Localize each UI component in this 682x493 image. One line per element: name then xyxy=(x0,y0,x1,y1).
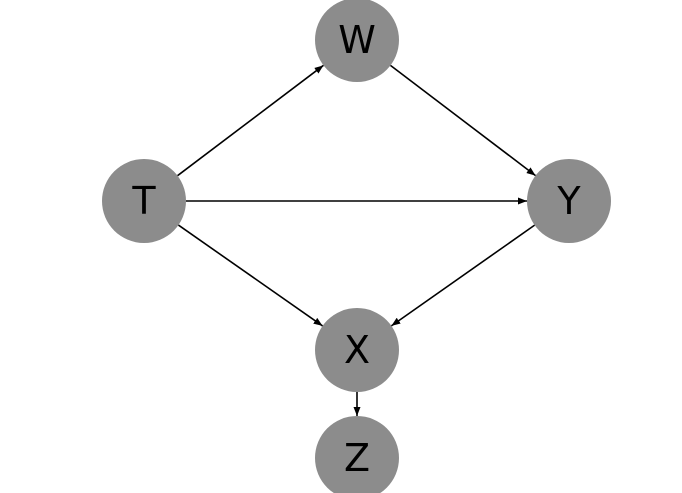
edge-W-Y xyxy=(389,64,537,177)
node-W-circle xyxy=(315,0,399,82)
node-X: X xyxy=(315,308,399,392)
nodes-layer: W T Y X Z xyxy=(102,0,611,493)
node-Y-circle xyxy=(527,159,611,243)
edges-layer xyxy=(177,64,537,416)
node-T: T xyxy=(102,159,186,243)
node-Z-label: Z xyxy=(344,436,370,480)
node-Y: Y xyxy=(527,159,611,243)
edge-Y-X xyxy=(390,224,536,327)
node-T-label: T xyxy=(131,179,156,223)
node-W: W xyxy=(315,0,399,82)
edge-T-X xyxy=(177,224,324,327)
edge-T-W xyxy=(177,64,324,177)
node-T-circle xyxy=(102,159,186,243)
node-X-circle xyxy=(315,308,399,392)
node-X-label: X xyxy=(344,328,370,372)
node-Z: Z xyxy=(315,416,399,493)
node-W-label: W xyxy=(338,18,376,62)
node-Z-circle xyxy=(315,416,399,493)
node-Y-label: Y xyxy=(556,179,581,223)
